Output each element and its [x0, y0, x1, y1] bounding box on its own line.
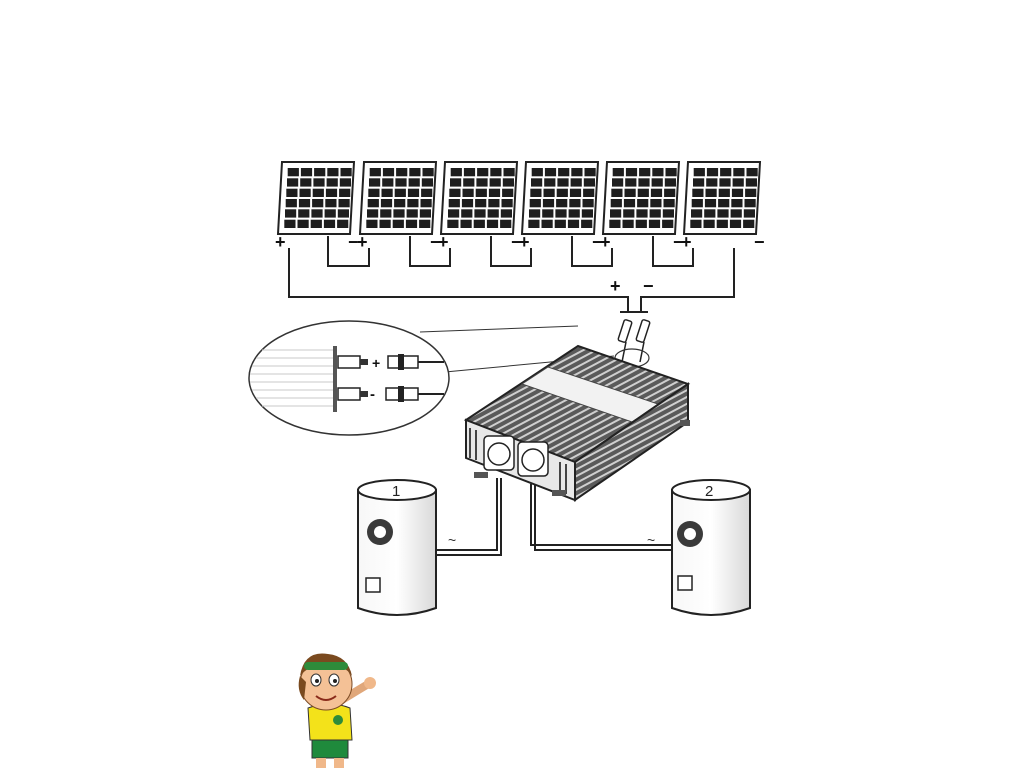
panel-5-minus-label: −	[673, 232, 684, 252]
panel-1-plus-label: +	[275, 232, 286, 252]
ac-symbol-1: ~	[448, 532, 456, 548]
panel-2-plus-label: +	[357, 232, 368, 252]
panel-3-minus-label: −	[511, 232, 522, 252]
panel-6-minus-label: −	[754, 232, 765, 252]
water-heater-1: 1	[357, 479, 437, 616]
panel-2-minus-label: −	[430, 232, 441, 252]
ac-symbol-2: ~	[647, 532, 655, 548]
heater-2-number: 2	[705, 483, 713, 500]
ac-wiring	[436, 478, 672, 556]
panel-5-plus-label: +	[600, 232, 611, 252]
panel-4-minus-label: −	[592, 232, 603, 252]
panel-3-plus-label: +	[438, 232, 449, 252]
zoom-minus-label: -	[370, 386, 375, 403]
solar-panel-3: +−	[438, 161, 522, 252]
bus-minus-label: −	[643, 276, 654, 296]
mc4-connectors	[617, 319, 651, 363]
panel-6-plus-label: +	[681, 232, 692, 252]
panel-4-plus-label: +	[519, 232, 530, 252]
solar-panel-1: +−	[275, 161, 359, 252]
solar-panel-4: +−	[519, 161, 603, 252]
bus-plus-label: +	[610, 276, 621, 296]
solar-panel-5: +−	[600, 161, 684, 252]
connector-zoom-bubble: + -	[248, 320, 615, 436]
zoom-plus-label: +	[372, 355, 380, 371]
mascot-boy	[298, 653, 376, 768]
solar-panel-6: +−	[681, 161, 765, 252]
water-heater-2: 2	[671, 479, 751, 616]
panel-1-minus-label: −	[348, 232, 359, 252]
inverter	[463, 344, 691, 502]
solar-panel-array: +−+−+−+−+−+−	[275, 161, 765, 252]
heater-1-number: 1	[392, 483, 400, 500]
panel-wiring	[288, 236, 735, 313]
solar-panel-2: +−	[357, 161, 441, 252]
